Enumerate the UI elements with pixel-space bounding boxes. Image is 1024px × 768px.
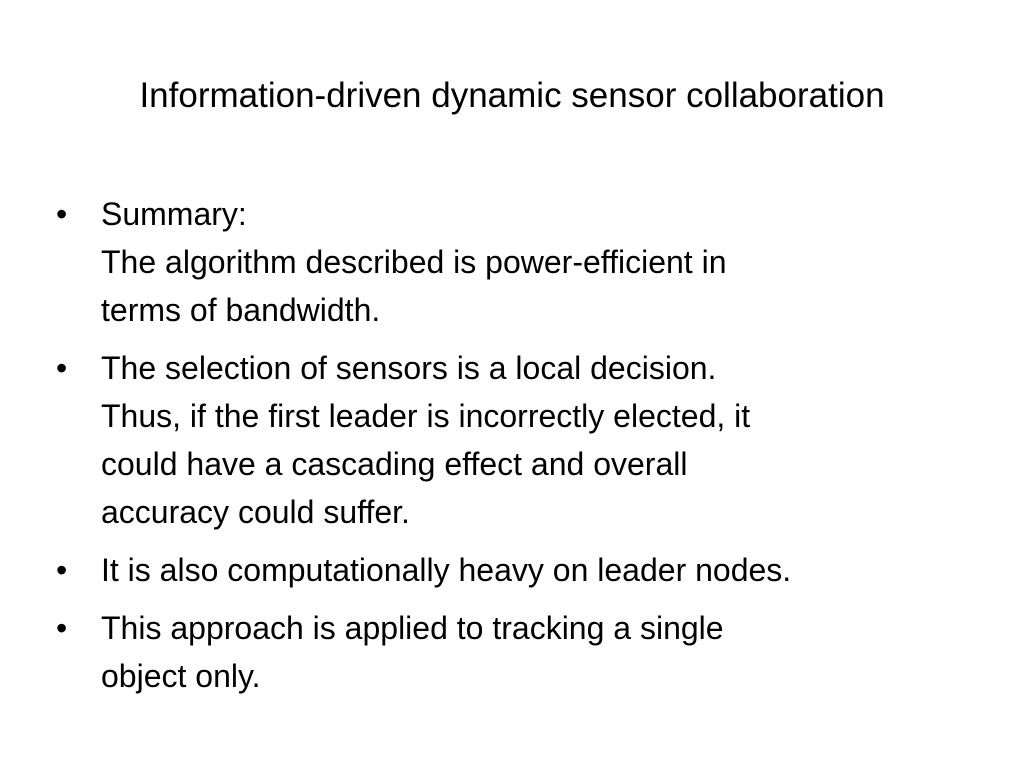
bullet-line: The algorithm described is power-efficie… — [101, 244, 727, 280]
bullet-dot-icon: • — [56, 610, 68, 646]
bullet-line: It is also computationally heavy on lead… — [101, 552, 792, 588]
bullet-item-single-object: • This approach is applied to tracking a… — [56, 604, 996, 700]
bullet-dot-icon: • — [56, 196, 68, 232]
bullet-item-summary: • Summary: The algorithm described is po… — [56, 190, 996, 334]
bullet-line: accuracy could suffer. — [101, 494, 410, 530]
bullet-line: Summary: — [101, 196, 247, 232]
bullet-line: terms of bandwidth. — [101, 292, 381, 328]
slide-title: Information-driven dynamic sensor collab… — [139, 76, 885, 115]
bullet-line: This approach is applied to tracking a s… — [101, 610, 724, 646]
bullet-item-computation: • It is also computationally heavy on le… — [56, 546, 996, 594]
bullet-item-local-decision: • The selection of sensors is a local de… — [56, 344, 996, 536]
bullet-line: The selection of sensors is a local deci… — [101, 350, 717, 386]
bullet-list: • Summary: The algorithm described is po… — [56, 190, 996, 710]
bullet-dot-icon: • — [56, 350, 68, 386]
bullet-line: Thus, if the first leader is incorrectly… — [101, 398, 751, 434]
bullet-line: could have a cascading effect and overal… — [101, 446, 688, 482]
bullet-line: object only. — [101, 658, 261, 694]
bullet-dot-icon: • — [56, 552, 68, 588]
